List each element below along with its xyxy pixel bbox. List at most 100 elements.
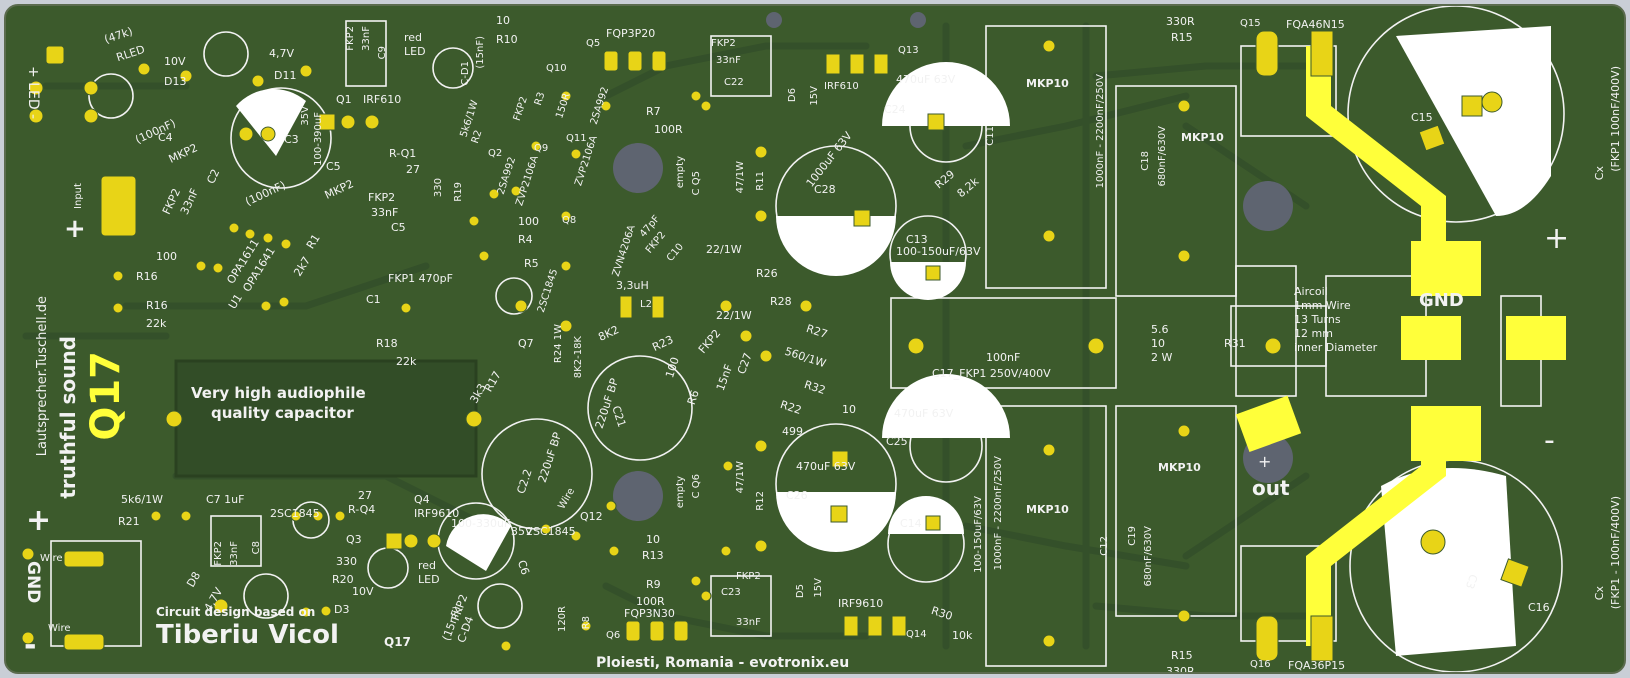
- q14-label: Q14: [906, 629, 927, 640]
- c25-label: C25: [886, 435, 908, 448]
- out-label: out: [1252, 476, 1290, 500]
- q10-label: Q10: [546, 63, 567, 74]
- q3-label: Q3: [346, 533, 362, 546]
- q2-label: Q2: [488, 148, 503, 159]
- r31-label: R31: [1224, 337, 1246, 350]
- fkp2-c22-label: FKP2: [711, 38, 736, 49]
- c6-value-label: 100-330uF: [451, 517, 511, 530]
- c24-label: C24: [884, 103, 906, 116]
- c23-value-label: 33nF: [736, 617, 761, 628]
- wire-bottom-label: Wire: [48, 623, 71, 634]
- c19-label: C19: [1127, 526, 1138, 546]
- c24-value-label: 470uF 63V: [896, 73, 956, 86]
- power-minus-label: -: [24, 628, 37, 663]
- r8-label: R8: [581, 616, 592, 630]
- c5b-label: C5: [391, 221, 406, 234]
- r13-value-label: 10: [646, 533, 660, 546]
- cx-bottom-spec-label: (FKP1 - 100nF/400V): [1609, 496, 1622, 610]
- c6-voltage-label: 35V: [511, 525, 533, 538]
- q9-label: Q9: [534, 143, 549, 154]
- r-22-1w-label: 22/1W: [706, 243, 742, 256]
- c11-label: C11: [985, 126, 996, 146]
- r16b-label: R16: [146, 299, 168, 312]
- c5-label: C5: [326, 160, 341, 173]
- q8-label: Q8: [562, 215, 577, 226]
- r21-label: R21: [118, 515, 140, 528]
- led-top-label: LED: [404, 45, 426, 58]
- out-plus-label: +: [1258, 452, 1272, 471]
- red-led-top-label: red: [404, 31, 423, 44]
- r11-value-label: 47/1W: [735, 161, 746, 194]
- r31-value-a: 5.6: [1151, 323, 1169, 336]
- r20-value-label: 330: [336, 555, 357, 568]
- empty-q6-label: empty: [675, 476, 686, 509]
- r8-value-label: 120R: [557, 606, 568, 633]
- d3-label: D3: [334, 603, 350, 616]
- r20-label: R20: [332, 573, 354, 586]
- q1-label: Q1: [336, 93, 352, 106]
- c22-value-label: 33nF: [716, 55, 741, 66]
- r31-value-b: 10: [1151, 337, 1165, 350]
- d3-voltage-label: 10V: [352, 585, 374, 598]
- c15-label: C15: [1411, 111, 1433, 124]
- c9-value-label: 33nF: [361, 26, 372, 51]
- d5-label: D5: [795, 584, 806, 599]
- red-led-bottom-label: red: [418, 559, 437, 572]
- coil-line2: 1mm Wire: [1294, 299, 1351, 312]
- l2-value-label: 3,3uH: [616, 279, 649, 292]
- r7-value-label: 100R: [654, 123, 683, 136]
- capacitor-polarity-fills: [236, 26, 1551, 656]
- mkp10-c12-label: MKP10: [1026, 503, 1069, 516]
- capacitor-note-line2: quality capacitor: [211, 404, 354, 422]
- r26-label: R26: [756, 267, 778, 280]
- sc1845-c-label: 2SC1845: [526, 525, 576, 538]
- coil-line4: 12 mm: [1294, 327, 1333, 340]
- c3-value-label: 100-390uF: [313, 112, 324, 166]
- c3-voltage-label: 35V: [300, 106, 311, 126]
- input-label: Input: [72, 183, 84, 209]
- r16b-value-label: 22k: [146, 317, 167, 330]
- screw-holes: [613, 12, 1293, 521]
- c8-value-label: 33nF: [229, 541, 240, 566]
- input-plus-label: +: [64, 214, 86, 244]
- d6-voltage-label: 15V: [809, 86, 820, 106]
- q11-label: Q11: [566, 133, 587, 144]
- c18-spec-label: 680nF/630V: [1157, 126, 1168, 187]
- c14-label: C14: [900, 517, 922, 530]
- fkp2-c8-label: FKP2: [213, 541, 224, 566]
- led-bottom-label: LED: [418, 573, 440, 586]
- fqa46n15-label: FQA46N15: [1286, 18, 1345, 31]
- power-gnd-label: GND: [23, 561, 43, 604]
- c28-label: C28: [814, 183, 836, 196]
- q16-label: Q16: [1250, 659, 1271, 670]
- c8-label: C8: [251, 541, 262, 555]
- d11-voltage-label: 4,7V: [269, 47, 295, 60]
- d13-voltage-label: 10V: [164, 55, 186, 68]
- power-plus-label: +: [26, 503, 52, 538]
- r-q4-label: R-Q4: [348, 503, 376, 516]
- designer-name: Tiberiu Vicol: [156, 620, 339, 650]
- c9-label: C9: [377, 46, 388, 60]
- r18-label: R18: [376, 337, 398, 350]
- q4-label: Q4: [414, 493, 430, 506]
- r15-top-value-label: 330R: [1166, 15, 1195, 28]
- c23-label: C23: [721, 587, 741, 598]
- fkp2-c23-label: FKP2: [736, 571, 761, 582]
- fkp2-c5b-label: FKP2: [368, 191, 396, 204]
- cx-bottom-label: Cx: [1593, 586, 1606, 601]
- c7-value-label: C7 1uF: [206, 493, 245, 506]
- c26-value-label: 470uF 63V: [796, 460, 856, 473]
- r12-label: R12: [755, 491, 766, 511]
- empty-q5-label: empty: [675, 156, 686, 189]
- c-q6-label: C Q6: [691, 474, 702, 499]
- q12-label: Q12: [580, 510, 603, 523]
- fqp3n30-label: FQP3N30: [624, 607, 675, 620]
- d5-voltage-label: 15V: [813, 578, 824, 598]
- r9-label: R9: [646, 578, 661, 591]
- gnd-right-label: GND: [1419, 290, 1464, 311]
- irf610-top-label: IRF610: [824, 81, 859, 92]
- mkp10-c11-label: MKP10: [1026, 77, 1069, 90]
- coil-line3: 13 Turns: [1294, 313, 1341, 326]
- d6-label: D6: [787, 88, 798, 103]
- r19-label: R19: [453, 182, 464, 202]
